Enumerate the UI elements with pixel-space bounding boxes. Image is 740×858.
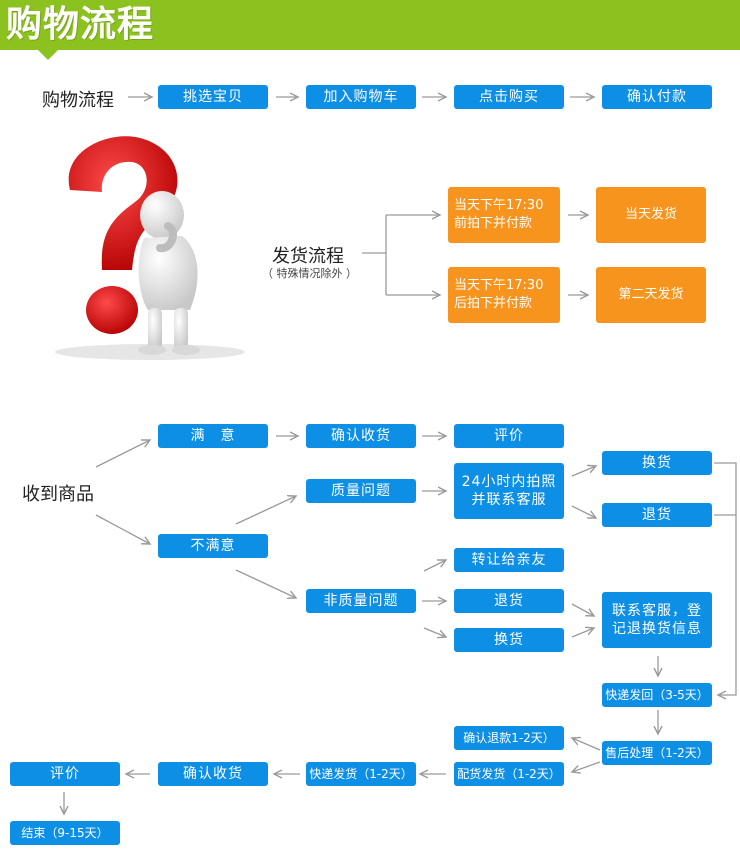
return-box-2[interactable]: 退货 [454,589,564,613]
shopping-flow-label: 购物流程 [42,90,114,111]
review-box-2[interactable]: 评价 [10,762,120,786]
after-sale-processing-box[interactable]: 售后处理（1-2天） [602,741,712,765]
contact-within-24h-box[interactable]: 24小时内拍照 并联系客服 [454,463,564,519]
shipping-next-day: 第二天发货 [596,267,706,323]
shipping-flow-label: 发货流程 [272,246,344,267]
non-quality-issue-box[interactable]: 非质量问题 [306,589,416,613]
step-confirm-payment[interactable]: 确认付款 [602,85,712,109]
express-return-box[interactable]: 快递发回（3-5天） [602,683,712,707]
shipping-note: （ 特殊情况除外 ） [262,267,357,280]
exchange-box[interactable]: 换货 [602,451,712,475]
express-dispatch-box[interactable]: 快递发货（1-2天） [306,762,416,786]
step-add-to-cart[interactable]: 加入购物车 [306,85,416,109]
transfer-to-friend-box[interactable]: 转让给亲友 [454,548,564,572]
step-select-item[interactable]: 挑选宝贝 [158,85,268,109]
header-bar: 购物流程 [0,0,740,50]
register-return-info-box[interactable]: 联系客服，登 记退换货信息 [602,592,712,648]
header-title: 购物流程 [6,4,155,45]
review-box[interactable]: 评价 [454,424,564,448]
shipping-condition-after-cutoff: 当天下午17:30 后拍下并付款 [448,267,560,323]
confirm-receipt-box[interactable]: 确认收货 [306,424,416,448]
header-notch [38,50,58,60]
end-box[interactable]: 结束（9-15天） [10,821,120,845]
step-click-buy[interactable]: 点击购买 [454,85,564,109]
dispatch-goods-box[interactable]: 配货发货（1-2天） [454,762,564,786]
receive-goods-label: 收到商品 [22,484,94,505]
shipping-condition-before-cutoff: 当天下午17:30 前拍下并付款 [448,187,560,243]
return-box[interactable]: 退货 [602,503,712,527]
quality-issue-box[interactable]: 质量问题 [306,479,416,503]
exchange-box-2[interactable]: 换货 [454,628,564,652]
satisfied-box[interactable]: 满 意 [158,424,268,448]
confirm-receipt-box-2[interactable]: 确认收货 [158,762,268,786]
confirm-refund-box[interactable]: 确认退款1-2天） [454,726,564,750]
question-mark-thinker-illustration [55,136,245,360]
unsatisfied-box[interactable]: 不满意 [158,534,268,558]
shipping-same-day: 当天发货 [596,187,706,243]
